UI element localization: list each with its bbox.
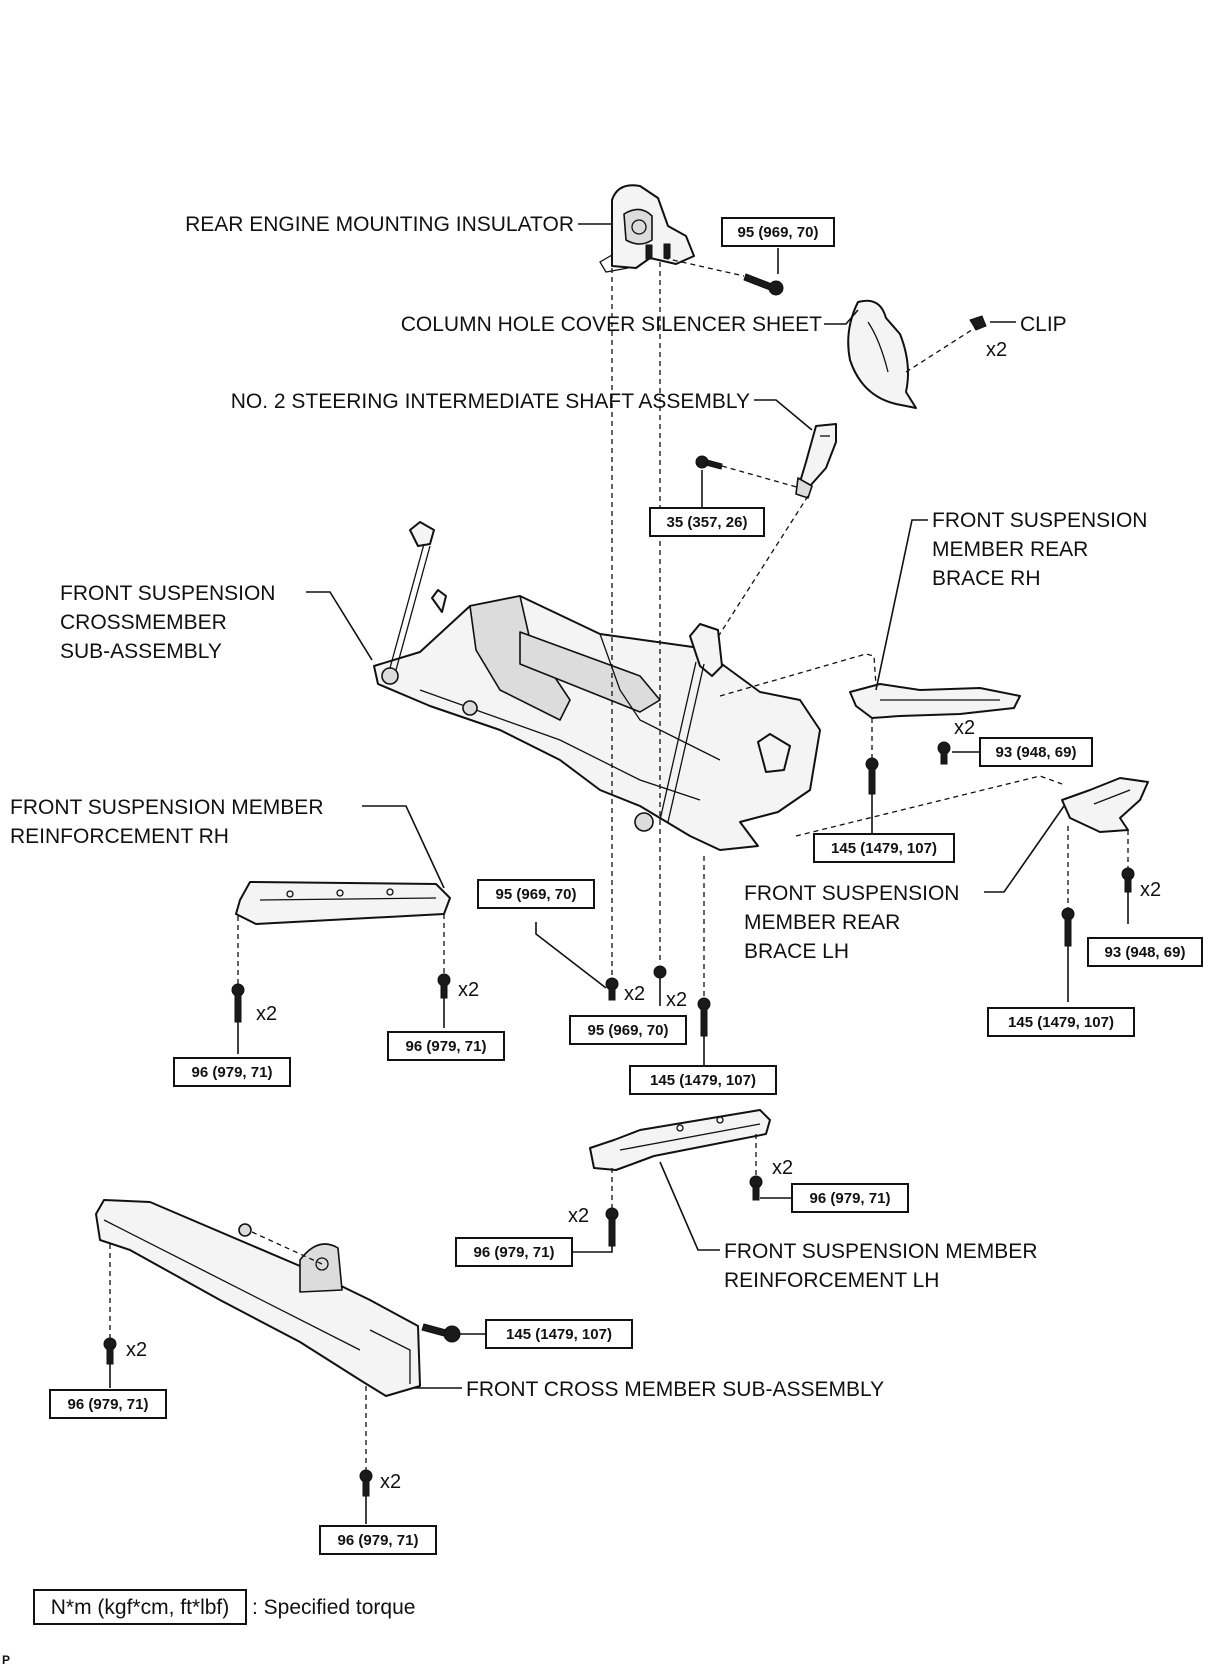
svg-text:35 (357, 26): 35 (357, 26) (667, 514, 748, 531)
torque-shaft-bolt: 35 (357, 26) (649, 507, 765, 537)
svg-text:95 (969, 70): 95 (969, 70) (738, 224, 819, 241)
torque-crossmember-bolt-a: 95 (969, 70) (477, 879, 595, 909)
label-brace-rh-line-2: MEMBER REAR (932, 538, 1088, 561)
label-rear-engine-mounting-insulator: REAR ENGINE MOUNTING INSULATOR (185, 213, 574, 236)
label-front-cross-member: FRONT CROSS MEMBER SUB-ASSEMBLY (466, 1378, 884, 1401)
label-brace-lh-line-2: MEMBER REAR (744, 911, 900, 934)
steering-intermediate-shaft-drawing (795, 423, 837, 499)
label-reinforcement-rh-line-1: FRONT SUSPENSION MEMBER (10, 796, 323, 819)
legend-units: N*m (kgf*cm, ft*lbf) (51, 1596, 230, 1619)
torque-crossmember-bolt-c: 145 (1479, 107) (629, 1065, 777, 1095)
label-brace-lh-line-3: BRACE LH (744, 940, 849, 963)
torque-reinf-rh-bolt-a: 96 (979, 71) (173, 1057, 291, 1087)
svg-text:96 (979, 71): 96 (979, 71) (810, 1190, 891, 1207)
leader-lines (109, 223, 1129, 1524)
svg-text:96 (979, 71): 96 (979, 71) (68, 1396, 149, 1413)
label-no2-steering-intermediate-shaft: NO. 2 STEERING INTERMEDIATE SHAFT ASSEMB… (231, 390, 750, 413)
svg-text:93 (948, 69): 93 (948, 69) (1105, 944, 1186, 961)
rear-engine-mounting-insulator-drawing (599, 184, 695, 273)
svg-text:95 (969, 70): 95 (969, 70) (496, 886, 577, 903)
qty-clip: x2 (986, 339, 1007, 361)
corner-mark: P (2, 1653, 10, 1667)
torque-front-cross-center-bolt: 145 (1479, 107) (485, 1319, 633, 1349)
label-reinforcement-lh-line-2: REINFORCEMENT LH (724, 1269, 939, 1292)
svg-text:145 (1479, 107): 145 (1479, 107) (506, 1326, 612, 1343)
torque-brace-rh-bolt: 93 (948, 69) (979, 737, 1093, 767)
reinforcement-lh-drawing (589, 1109, 771, 1171)
assembly-dashed-lines (109, 257, 1129, 1472)
svg-text:96 (979, 71): 96 (979, 71) (474, 1244, 555, 1261)
svg-text:96 (979, 71): 96 (979, 71) (338, 1532, 419, 1549)
insulator-bolt (743, 273, 784, 296)
torque-front-cross-bolt-a: 96 (979, 71) (49, 1389, 167, 1419)
qty-front-cross-b: x2 (380, 1471, 401, 1493)
label-brace-rh-line-1: FRONT SUSPENSION (932, 509, 1147, 532)
svg-text:96 (979, 71): 96 (979, 71) (192, 1064, 273, 1081)
svg-text:93 (948, 69): 93 (948, 69) (996, 744, 1077, 761)
torque-brace-lh-bolt-b: 145 (1479, 107) (987, 1007, 1135, 1037)
label-reinforcement-lh-line-1: FRONT SUSPENSION MEMBER (724, 1240, 1037, 1263)
qty-brace-lh: x2 (1140, 879, 1161, 901)
qty-reinf-rh-a: x2 (256, 1003, 277, 1025)
label-crossmember-line-1: FRONT SUSPENSION (60, 582, 275, 605)
torque-reinf-rh-bolt-b: 96 (979, 71) (387, 1031, 505, 1061)
column-hole-cover-silencer-sheet-drawing (847, 299, 917, 409)
torque-brace-main-bolt: 145 (1479, 107) (813, 833, 955, 863)
qty-reinf-lh-b: x2 (772, 1157, 793, 1179)
qty-crossmember-b: x2 (666, 989, 687, 1011)
svg-text:145 (1479, 107): 145 (1479, 107) (831, 840, 937, 857)
label-crossmember-line-2: CROSSMEMBER (60, 611, 227, 634)
torque-insulator-bolt: 95 (969, 70) (721, 217, 835, 247)
qty-crossmember-a: x2 (624, 983, 645, 1005)
qty-front-cross-a: x2 (126, 1339, 147, 1361)
front-cross-member-drawing (95, 1199, 421, 1397)
label-brace-rh-line-3: BRACE RH (932, 567, 1041, 590)
qty-reinf-rh-b: x2 (458, 979, 479, 1001)
torque-reinf-lh-bolt-a: 96 (979, 71) (455, 1237, 573, 1267)
label-brace-lh-line-1: FRONT SUSPENSION (744, 882, 959, 905)
label-clip: CLIP (1020, 313, 1067, 336)
svg-text:145 (1479, 107): 145 (1479, 107) (650, 1072, 756, 1089)
torque-legend: N*m (kgf*cm, ft*lbf) : Specified torque (33, 1589, 415, 1625)
reinforcement-rh-drawing (235, 881, 451, 925)
svg-text:145 (1479, 107): 145 (1479, 107) (1008, 1014, 1114, 1031)
clip-drawing (969, 315, 987, 331)
front-suspension-crossmember-drawing (373, 521, 821, 851)
label-reinforcement-rh-line-2: REINFORCEMENT RH (10, 825, 229, 848)
legend-meaning: : Specified torque (252, 1596, 415, 1619)
qty-brace-rh: x2 (954, 717, 975, 739)
label-column-hole-cover-silencer-sheet: COLUMN HOLE COVER SILENCER SHEET (401, 313, 822, 336)
label-crossmember-line-3: SUB-ASSEMBLY (60, 640, 222, 663)
svg-text:96 (979, 71): 96 (979, 71) (406, 1038, 487, 1055)
fastener-bolts (103, 741, 1135, 1497)
torque-reinf-lh-bolt-b: 96 (979, 71) (791, 1183, 909, 1213)
rear-brace-rh-drawing (849, 683, 1021, 719)
front-cross-center-bolt (421, 1323, 461, 1343)
rear-brace-lh-drawing (1061, 777, 1149, 833)
torque-crossmember-bolt-b: 95 (969, 70) (569, 1015, 687, 1045)
shaft-bolt (695, 455, 723, 470)
torque-front-cross-bolt-b: 96 (979, 71) (319, 1525, 437, 1555)
svg-text:95 (969, 70): 95 (969, 70) (588, 1022, 669, 1039)
torque-brace-lh-bolt-a: 93 (948, 69) (1087, 937, 1203, 967)
qty-reinf-lh-a: x2 (568, 1205, 589, 1227)
